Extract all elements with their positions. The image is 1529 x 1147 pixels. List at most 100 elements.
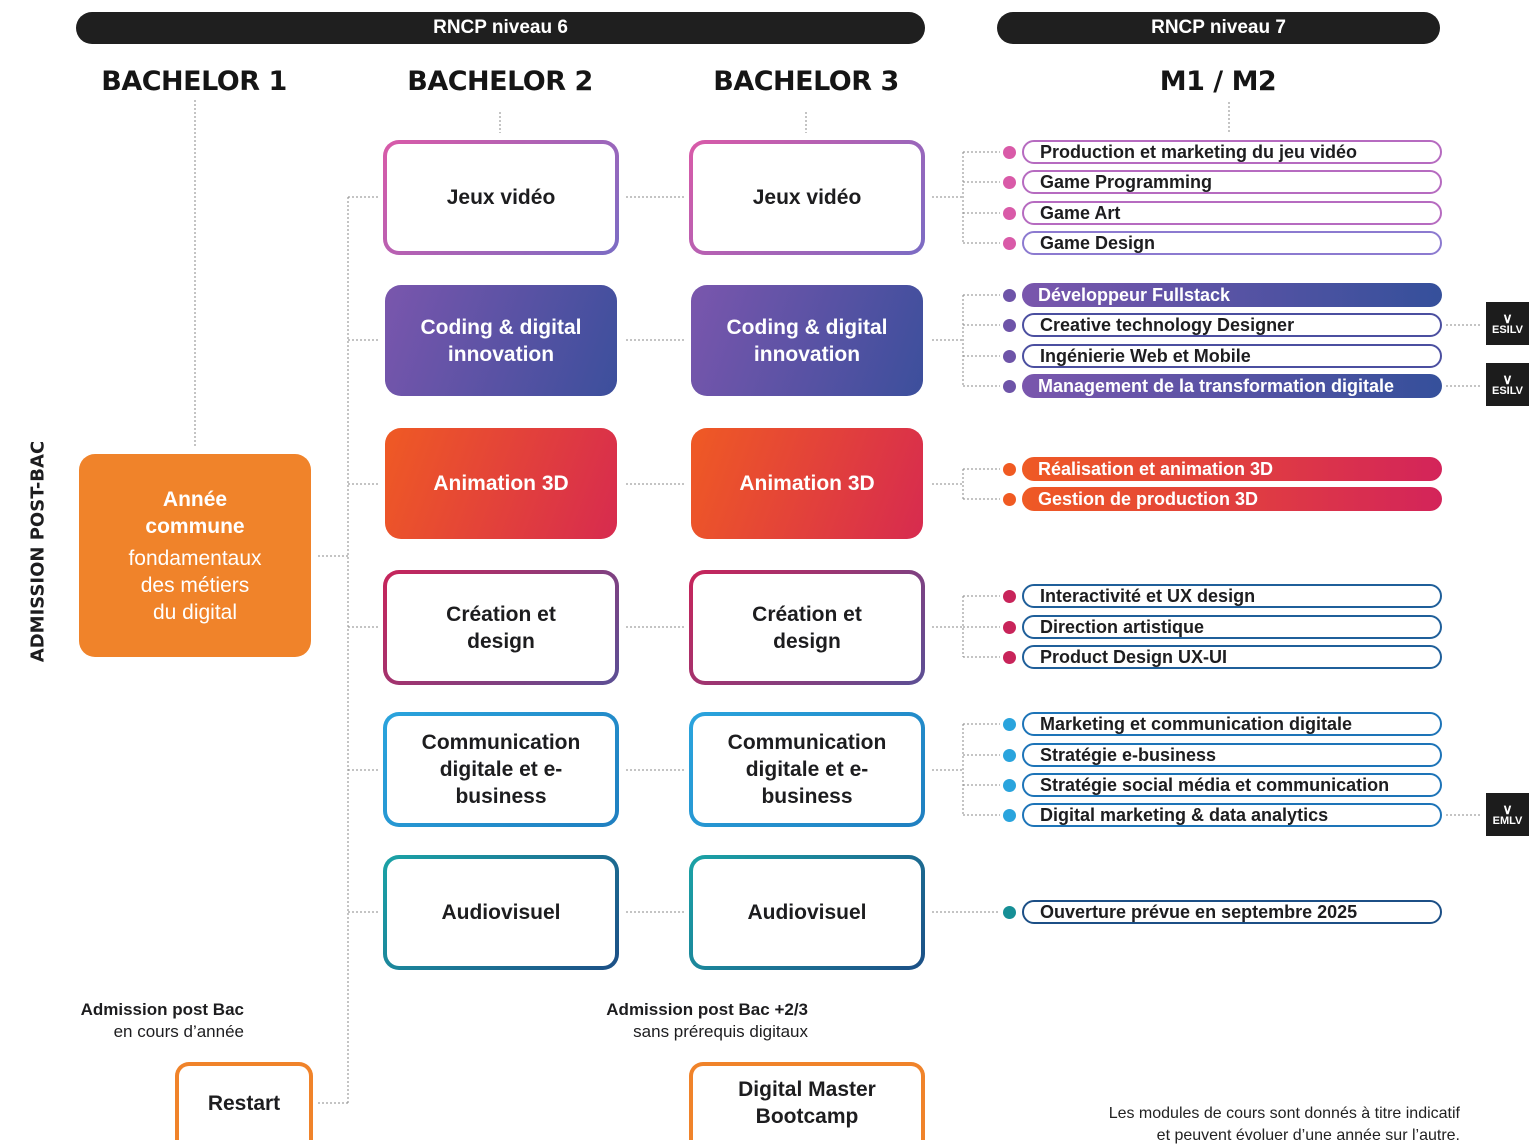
master-jeux-pill-3[interactable]: Game Art [1022, 201, 1442, 225]
admission-b3-title-suffix: +2/3 [774, 1000, 808, 1019]
master-coding-label-3: Ingénierie Web et Mobile [1040, 345, 1251, 366]
admission-b1-subtitle: en cours d’année [113, 1022, 244, 1041]
master-coding-label-2: Creative technology Designer [1040, 314, 1295, 335]
master-jeux-pill-1[interactable]: Production et marketing du jeu vidéo [1022, 140, 1442, 164]
master-anim-dot-1 [1003, 463, 1016, 476]
master-comm-pill-2[interactable]: Stratégie e-business [1022, 743, 1442, 767]
master-comm-dot-2 [1003, 749, 1016, 762]
b3-jeux-video-label: Jeux vidéo [752, 186, 862, 209]
b2-audiovisuel-box[interactable]: Audiovisuel [383, 855, 619, 970]
master-jeux-dot-2 [1003, 176, 1016, 189]
master-comm-pill-1[interactable]: Marketing et communication digitale [1022, 712, 1442, 736]
annee-commune-box[interactable]: Année commune fondamentaux des métiers d… [79, 454, 311, 657]
master-comm-label-3: Stratégie social média et communication [1040, 774, 1390, 795]
master-comm-label-2: Stratégie e-business [1040, 744, 1217, 765]
esilv-badge-label-2: ESILV [1492, 384, 1523, 397]
b3-animation-3d-label: Animation 3D [739, 472, 875, 495]
admission-b1-caption: Admission post Bac en cours d’année [20, 999, 244, 1043]
master-coding-pill-3[interactable]: Ingénierie Web et Mobile [1022, 344, 1442, 368]
master-jeux-pill-4[interactable]: Game Design [1022, 231, 1442, 255]
emlv-logo-badge: ∨ EMLV [1486, 793, 1529, 836]
master-comm-dot-4 [1003, 809, 1016, 822]
b2-creation-design-box[interactable]: Création et design [383, 570, 619, 685]
column-heading-m1-m2: M1 / M2 [1159, 66, 1277, 97]
admission-b3-caption: Admission post Bac +2/3 sans prérequis d… [520, 999, 808, 1043]
column-heading-bachelor-1: BACHELOR 1 [101, 66, 287, 97]
admission-b3-title: Admission post Bac [606, 1000, 770, 1019]
master-jeux-dot-4 [1003, 237, 1016, 250]
b2-jeux-video-box[interactable]: Jeux vidéo [383, 140, 619, 255]
b2-animation-3d-box[interactable]: Animation 3D [385, 428, 617, 539]
b3-creation-design-box[interactable]: Création et design [689, 570, 925, 685]
b3-audiovisuel-label: Audiovisuel [747, 901, 867, 924]
master-coding-label-1: Développeur Fullstack [1038, 284, 1231, 305]
esilv-badge-label-1: ESILV [1492, 323, 1523, 336]
v-mark-icon: ∨ [1502, 309, 1513, 326]
master-comm-pill-4[interactable]: Digital marketing & data analytics [1022, 803, 1442, 827]
restart-box[interactable]: Restart [175, 1062, 313, 1140]
master-creation-pill-2[interactable]: Direction artistique [1022, 615, 1442, 639]
esilv-logo-badge-2: ∨ ESILV [1486, 363, 1529, 406]
b3-communication-box[interactable]: Communication digitale et e-business [689, 712, 925, 827]
master-jeux-label-2: Game Programming [1040, 171, 1213, 192]
b2-audiovisuel-label: Audiovisuel [441, 901, 561, 924]
master-comm-dot-1 [1003, 718, 1016, 731]
b3-jeux-video-box[interactable]: Jeux vidéo [689, 140, 925, 255]
rncp-niveau-7-label: RNCP niveau 7 [1151, 17, 1286, 38]
master-audio-label-1: Ouverture prévue en septembre 2025 [1040, 901, 1358, 922]
annee-commune-subtitle-line1: fondamentaux [128, 546, 262, 570]
master-anim-label-2: Gestion de production 3D [1038, 488, 1259, 509]
annee-commune-subtitle-line3: du digital [152, 600, 238, 624]
b2-jeux-video-label: Jeux vidéo [446, 186, 556, 209]
master-anim-dot-2 [1003, 493, 1016, 506]
master-jeux-dot-3 [1003, 207, 1016, 220]
master-jeux-pill-2[interactable]: Game Programming [1022, 170, 1442, 194]
master-coding-pill-4[interactable]: Management de la transformation digitale [1022, 374, 1442, 398]
master-coding-pill-1[interactable]: Développeur Fullstack [1022, 283, 1442, 307]
master-anim-pill-2[interactable]: Gestion de production 3D [1022, 487, 1442, 511]
b3-communication-label: Communication digitale et e-business [727, 731, 887, 808]
disclaimer-line1: Les modules de cours sont donnés à titre… [1108, 1105, 1460, 1122]
column-heading-bachelor-2: BACHELOR 2 [407, 66, 593, 97]
annee-commune-subtitle-line2: des métiers [140, 573, 250, 597]
master-jeux-label-3: Game Art [1040, 202, 1121, 223]
bootcamp-label-line2: Bootcamp [755, 1105, 859, 1128]
admission-b1-title: Admission post Bac [80, 1000, 244, 1019]
b3-animation-3d-box[interactable]: Animation 3D [691, 428, 923, 539]
b3-coding-label: Coding & digital innovation [726, 315, 888, 366]
rncp-niveau-7-bar: RNCP niveau 7 [997, 12, 1440, 44]
master-anim-pill-1[interactable]: Réalisation et animation 3D [1022, 457, 1442, 481]
b2-coding-label: Coding & digital innovation [420, 315, 582, 366]
master-jeux-dot-1 [1003, 146, 1016, 159]
rncp-niveau-6-label: RNCP niveau 6 [433, 17, 568, 38]
admission-post-bac-side-label: ADMISSION POST-BAC [27, 440, 49, 663]
master-coding-pill-2[interactable]: Creative technology Designer [1022, 313, 1442, 337]
master-comm-pill-3[interactable]: Stratégie social média et communication [1022, 773, 1442, 797]
master-creation-dot-2 [1003, 621, 1016, 634]
b2-creation-design-label: Création et design [446, 602, 556, 653]
master-jeux-label-1: Production et marketing du jeu vidéo [1040, 141, 1358, 162]
b2-communication-box[interactable]: Communication digitale et e-business [383, 712, 619, 827]
master-creation-pill-1[interactable]: Interactivité et UX design [1022, 584, 1442, 608]
esilv-logo-badge-1: ∨ ESILV [1486, 302, 1529, 345]
disclaimer-note: Les modules de cours sont donnés à titre… [990, 1103, 1460, 1147]
bootcamp-box[interactable]: Digital Master Bootcamp [689, 1062, 925, 1140]
master-audio-dot-1 [1003, 906, 1016, 919]
master-coding-dot-2 [1003, 319, 1016, 332]
master-creation-pill-3[interactable]: Product Design UX-UI [1022, 645, 1442, 669]
b3-audiovisuel-box[interactable]: Audiovisuel [689, 855, 925, 970]
disclaimer-line2: et peuvent évoluer d’une année sur l’aut… [1156, 1127, 1460, 1144]
master-coding-dot-1 [1003, 289, 1016, 302]
b3-coding-box[interactable]: Coding & digital innovation [691, 285, 923, 396]
annee-commune-title-line2: commune [145, 514, 245, 538]
b2-animation-3d-label: Animation 3D [433, 472, 569, 495]
master-anim-label-1: Réalisation et animation 3D [1038, 458, 1274, 479]
master-audio-pill-1[interactable]: Ouverture prévue en septembre 2025 [1022, 900, 1442, 924]
b3-creation-design-label: Création et design [752, 602, 862, 653]
admission-b3-subtitle: sans prérequis digitaux [633, 1022, 808, 1041]
bootcamp-label-line1: Digital Master [738, 1078, 876, 1101]
master-creation-dot-3 [1003, 651, 1016, 664]
master-creation-label-3: Product Design UX-UI [1040, 646, 1228, 667]
b2-coding-box[interactable]: Coding & digital innovation [385, 285, 617, 396]
